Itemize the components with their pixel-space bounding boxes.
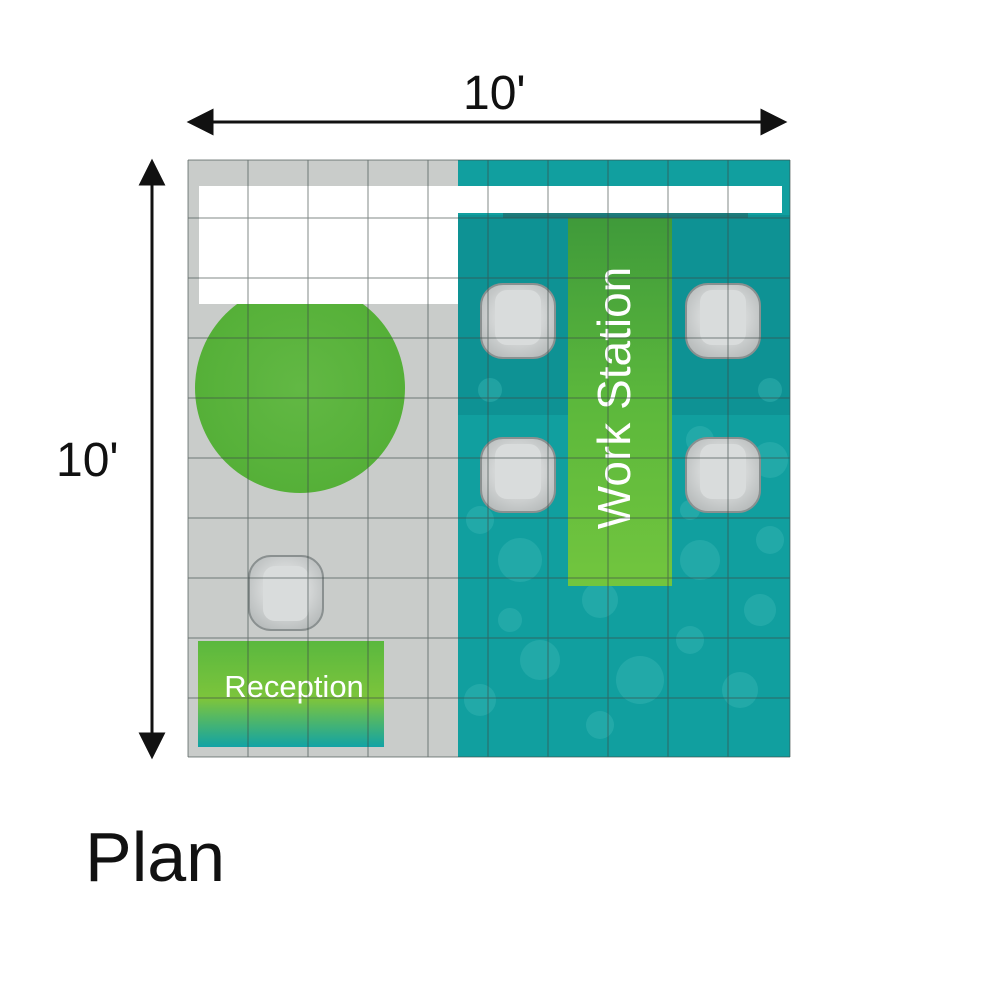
floor-grid — [187, 159, 791, 758]
back-wall-left — [199, 186, 458, 304]
workstation-chair-top-left — [480, 283, 556, 359]
reception-desk — [198, 641, 384, 747]
floor-bubble-pattern — [464, 378, 788, 739]
work-station-counter — [568, 218, 672, 586]
workstation-chair-top-right — [685, 283, 761, 359]
back-wall-shadow — [503, 213, 748, 218]
plan-title: Plan — [85, 818, 226, 896]
workstation-chair-bottom-left — [480, 437, 556, 513]
width-dimension-label: 10' — [463, 67, 526, 120]
back-wall-right — [458, 186, 782, 213]
lounge-circle-rug — [195, 283, 405, 493]
depth-dimension-label: 10' — [56, 434, 119, 487]
reception-chair — [248, 555, 324, 631]
workstation-chair-bottom-right — [685, 437, 761, 513]
reception-label: Reception — [224, 669, 364, 704]
